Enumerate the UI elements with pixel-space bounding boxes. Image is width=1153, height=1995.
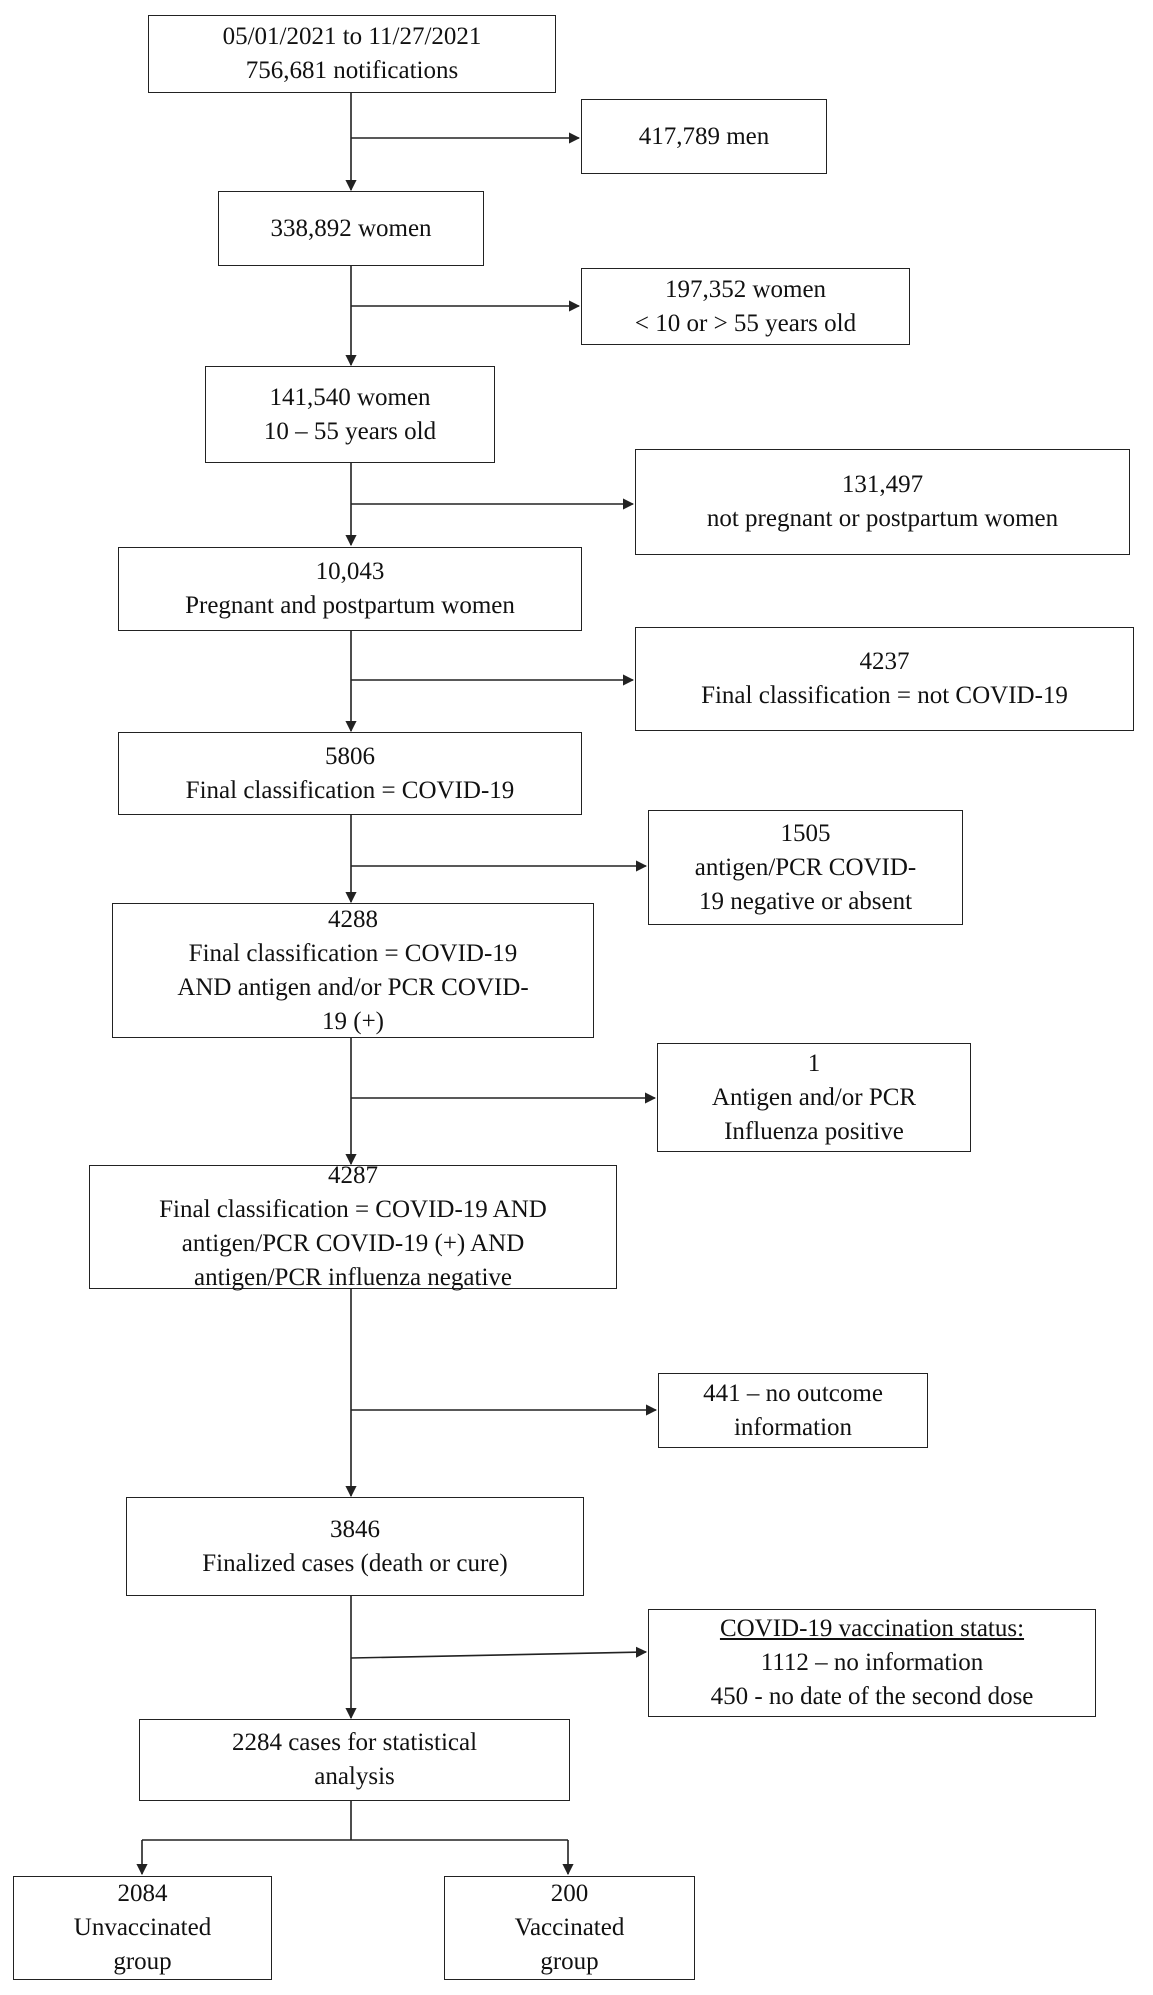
node-notifications: 05/01/2021 to 11/27/2021 756,681 notific… xyxy=(148,15,556,93)
node-line: 10 – 55 years old xyxy=(263,417,437,445)
node-covid-pcr-positive: 4288 Final classification = COVID-19 AND… xyxy=(112,903,594,1038)
node-line: 19 (+) xyxy=(322,1007,384,1035)
node-line: Final classification = not COVID-19 xyxy=(701,682,1068,709)
group-vaccinated: 200 Vaccinated group xyxy=(444,1876,695,1980)
node-line: < 10 or > 55 years old xyxy=(634,309,857,337)
node-line: 3846 xyxy=(330,1515,380,1543)
node-line: 05/01/2021 to 11/27/2021 xyxy=(222,23,482,50)
node-line: group xyxy=(540,1948,599,1975)
node-line: 1112 – no information xyxy=(760,1649,984,1676)
group-unvaccinated: 2084 Unvaccinated group xyxy=(13,1876,272,1980)
node-line: 1505 xyxy=(780,819,831,847)
node-line: 417,789 men xyxy=(638,122,770,150)
node-line: 450 - no date of the second dose xyxy=(710,1683,1034,1710)
node-line: Vaccinated xyxy=(514,1914,625,1941)
node-line: 756,681 notifications xyxy=(245,57,459,84)
node-line: 441 – no outcome xyxy=(703,1379,883,1407)
node-line: Antigen and/or PCR xyxy=(711,1083,917,1111)
node-line: antigen/PCR COVID-19 (+) AND xyxy=(181,1230,525,1257)
exclusion-men: 417,789 men xyxy=(581,99,827,174)
node-line: Pregnant and postpartum women xyxy=(185,592,515,619)
node-line: 5806 xyxy=(325,742,375,770)
node-line: analysis xyxy=(314,1763,395,1790)
node-line: 10,043 xyxy=(315,558,385,585)
exclusion-age: 197,352 women < 10 or > 55 years old xyxy=(581,268,910,345)
node-line: Final classification = COVID-19 xyxy=(188,939,518,967)
node-line: Final classification = COVID-19 AND xyxy=(159,1196,547,1223)
node-line: 200 xyxy=(550,1880,589,1907)
arrow-x8 xyxy=(350,1646,648,1659)
node-line: Finalized cases (death or cure) xyxy=(202,1549,508,1577)
node-line: 1 xyxy=(807,1049,821,1077)
node-line: information xyxy=(733,1413,853,1441)
node-line: 2284 cases for statistical xyxy=(231,1729,478,1756)
node-pregnant-postpartum: 10,043 Pregnant and postpartum women xyxy=(118,547,582,631)
node-women: 338,892 women xyxy=(218,191,484,266)
exclusion-no-outcome: 441 – no outcome information xyxy=(658,1373,928,1448)
node-women-10-55: 141,540 women 10 – 55 years old xyxy=(205,366,495,463)
node-influenza-negative: 4287 Final classification = COVID-19 AND… xyxy=(89,1162,617,1291)
node-finalized-cases: 3846 Finalized cases (death or cure) xyxy=(126,1497,584,1596)
node-statistical-analysis: 2284 cases for statistical analysis xyxy=(139,1719,570,1801)
node-line: 2084 xyxy=(117,1880,168,1907)
node-line: antigen/PCR COVID- xyxy=(694,853,917,881)
node-line: AND antigen and/or PCR COVID- xyxy=(177,973,529,1001)
node-line: 4288 xyxy=(328,905,378,933)
node-line: antigen/PCR influenza negative xyxy=(194,1264,512,1291)
exclusion-not-pregnant: 131,497 not pregnant or postpartum women xyxy=(635,449,1130,555)
node-line: 338,892 women xyxy=(270,214,432,242)
node-line: not pregnant or postpartum women xyxy=(706,505,1059,532)
node-line: 197,352 women xyxy=(664,275,827,303)
node-line: 19 negative or absent xyxy=(698,887,913,915)
node-line: 4287 xyxy=(328,1162,378,1189)
node-covid-classification: 5806 Final classification = COVID-19 xyxy=(118,732,582,815)
node-line: group xyxy=(113,1948,172,1975)
exclusion-influenza-positive: 1 Antigen and/or PCR Influenza positive xyxy=(657,1043,971,1152)
node-line: 131,497 xyxy=(841,471,924,498)
node-line: Unvaccinated xyxy=(73,1914,212,1941)
exclusion-vaccination-status: COVID-19 vaccination status: 1112 – no i… xyxy=(648,1609,1096,1717)
node-line: Influenza positive xyxy=(724,1117,904,1145)
node-heading: COVID-19 vaccination status: xyxy=(719,1615,1025,1642)
node-line: 4237 xyxy=(859,648,910,675)
exclusion-antigen-negative: 1505 antigen/PCR COVID- 19 negative or a… xyxy=(648,810,963,925)
node-line: 141,540 women xyxy=(269,383,431,411)
node-line: Final classification = COVID-19 xyxy=(185,776,515,804)
exclusion-not-covid: 4237 Final classification = not COVID-19 xyxy=(635,627,1134,731)
